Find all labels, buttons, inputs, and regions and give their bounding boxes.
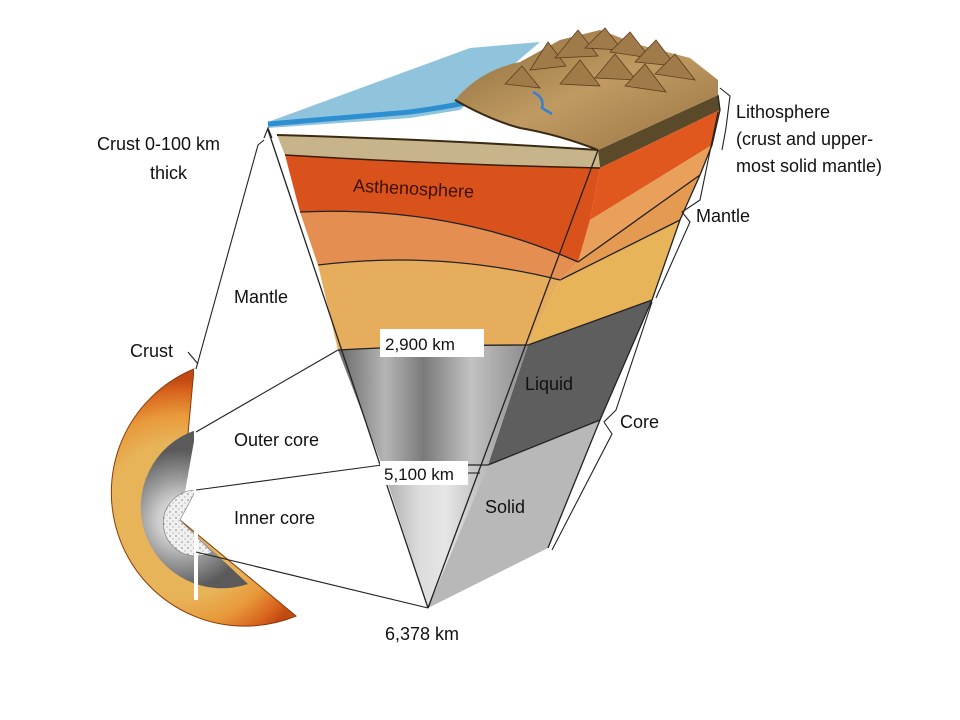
crust-connector xyxy=(195,139,265,370)
depth-5100-box xyxy=(380,461,468,485)
river xyxy=(532,90,553,116)
crust-thickness-label-line1: Crust 0-100 km xyxy=(97,134,220,154)
ocean xyxy=(268,42,540,128)
mantle-bracket xyxy=(655,111,719,299)
upper-mantle-band xyxy=(277,135,600,168)
inner-core-leader-top xyxy=(195,464,383,491)
solid-label: Solid xyxy=(485,497,525,517)
depth-5100-label: 5,100 km xyxy=(384,465,454,484)
asthenosphere-band xyxy=(285,155,600,262)
lower-mantle-front xyxy=(318,260,560,350)
core-right-label: Core xyxy=(620,412,659,432)
depth-6378-label: 6,378 km xyxy=(385,624,459,644)
labels: Crust 0-100 km thick Lithosphere (crust … xyxy=(97,102,882,644)
lithosphere-label-line2: (crust and upper- xyxy=(736,129,873,149)
mantle-left-label: Mantle xyxy=(234,287,288,307)
lithosphere-label-line3: most solid mantle) xyxy=(736,156,882,176)
mid-mantle-front xyxy=(300,211,578,280)
earth-cross-section xyxy=(267,27,721,609)
crust-arrow xyxy=(187,351,199,365)
outer-core-leader-top xyxy=(195,349,339,433)
front-face xyxy=(267,129,601,609)
mountains xyxy=(504,27,696,93)
core-bracket xyxy=(551,301,653,551)
hemisphere-outer-core xyxy=(140,430,248,589)
outer-core-label: Outer core xyxy=(234,430,319,450)
inner-core-label: Inner core xyxy=(234,508,315,528)
depth-2900-box xyxy=(380,329,484,357)
inner-core-leader-bottom xyxy=(195,551,429,609)
hemisphere-mantle xyxy=(110,368,297,627)
crust-thickness-bracket xyxy=(263,126,273,139)
liquid-label: Liquid xyxy=(525,374,573,394)
depth-2900-label: 2,900 km xyxy=(385,335,455,354)
hemisphere-inner-core xyxy=(162,489,213,557)
earth-hemisphere xyxy=(110,368,297,627)
lithosphere-label-line1: Lithosphere xyxy=(736,102,830,122)
mantle-right-label: Mantle xyxy=(696,206,750,226)
brackets xyxy=(187,87,731,609)
crust-left-label: Crust xyxy=(130,341,173,361)
lithosphere-bracket xyxy=(719,87,731,151)
outer-core-front xyxy=(338,345,528,465)
inner-core-front xyxy=(382,465,488,608)
crust-thickness-label-line2: thick xyxy=(150,163,188,183)
surface xyxy=(267,27,718,151)
